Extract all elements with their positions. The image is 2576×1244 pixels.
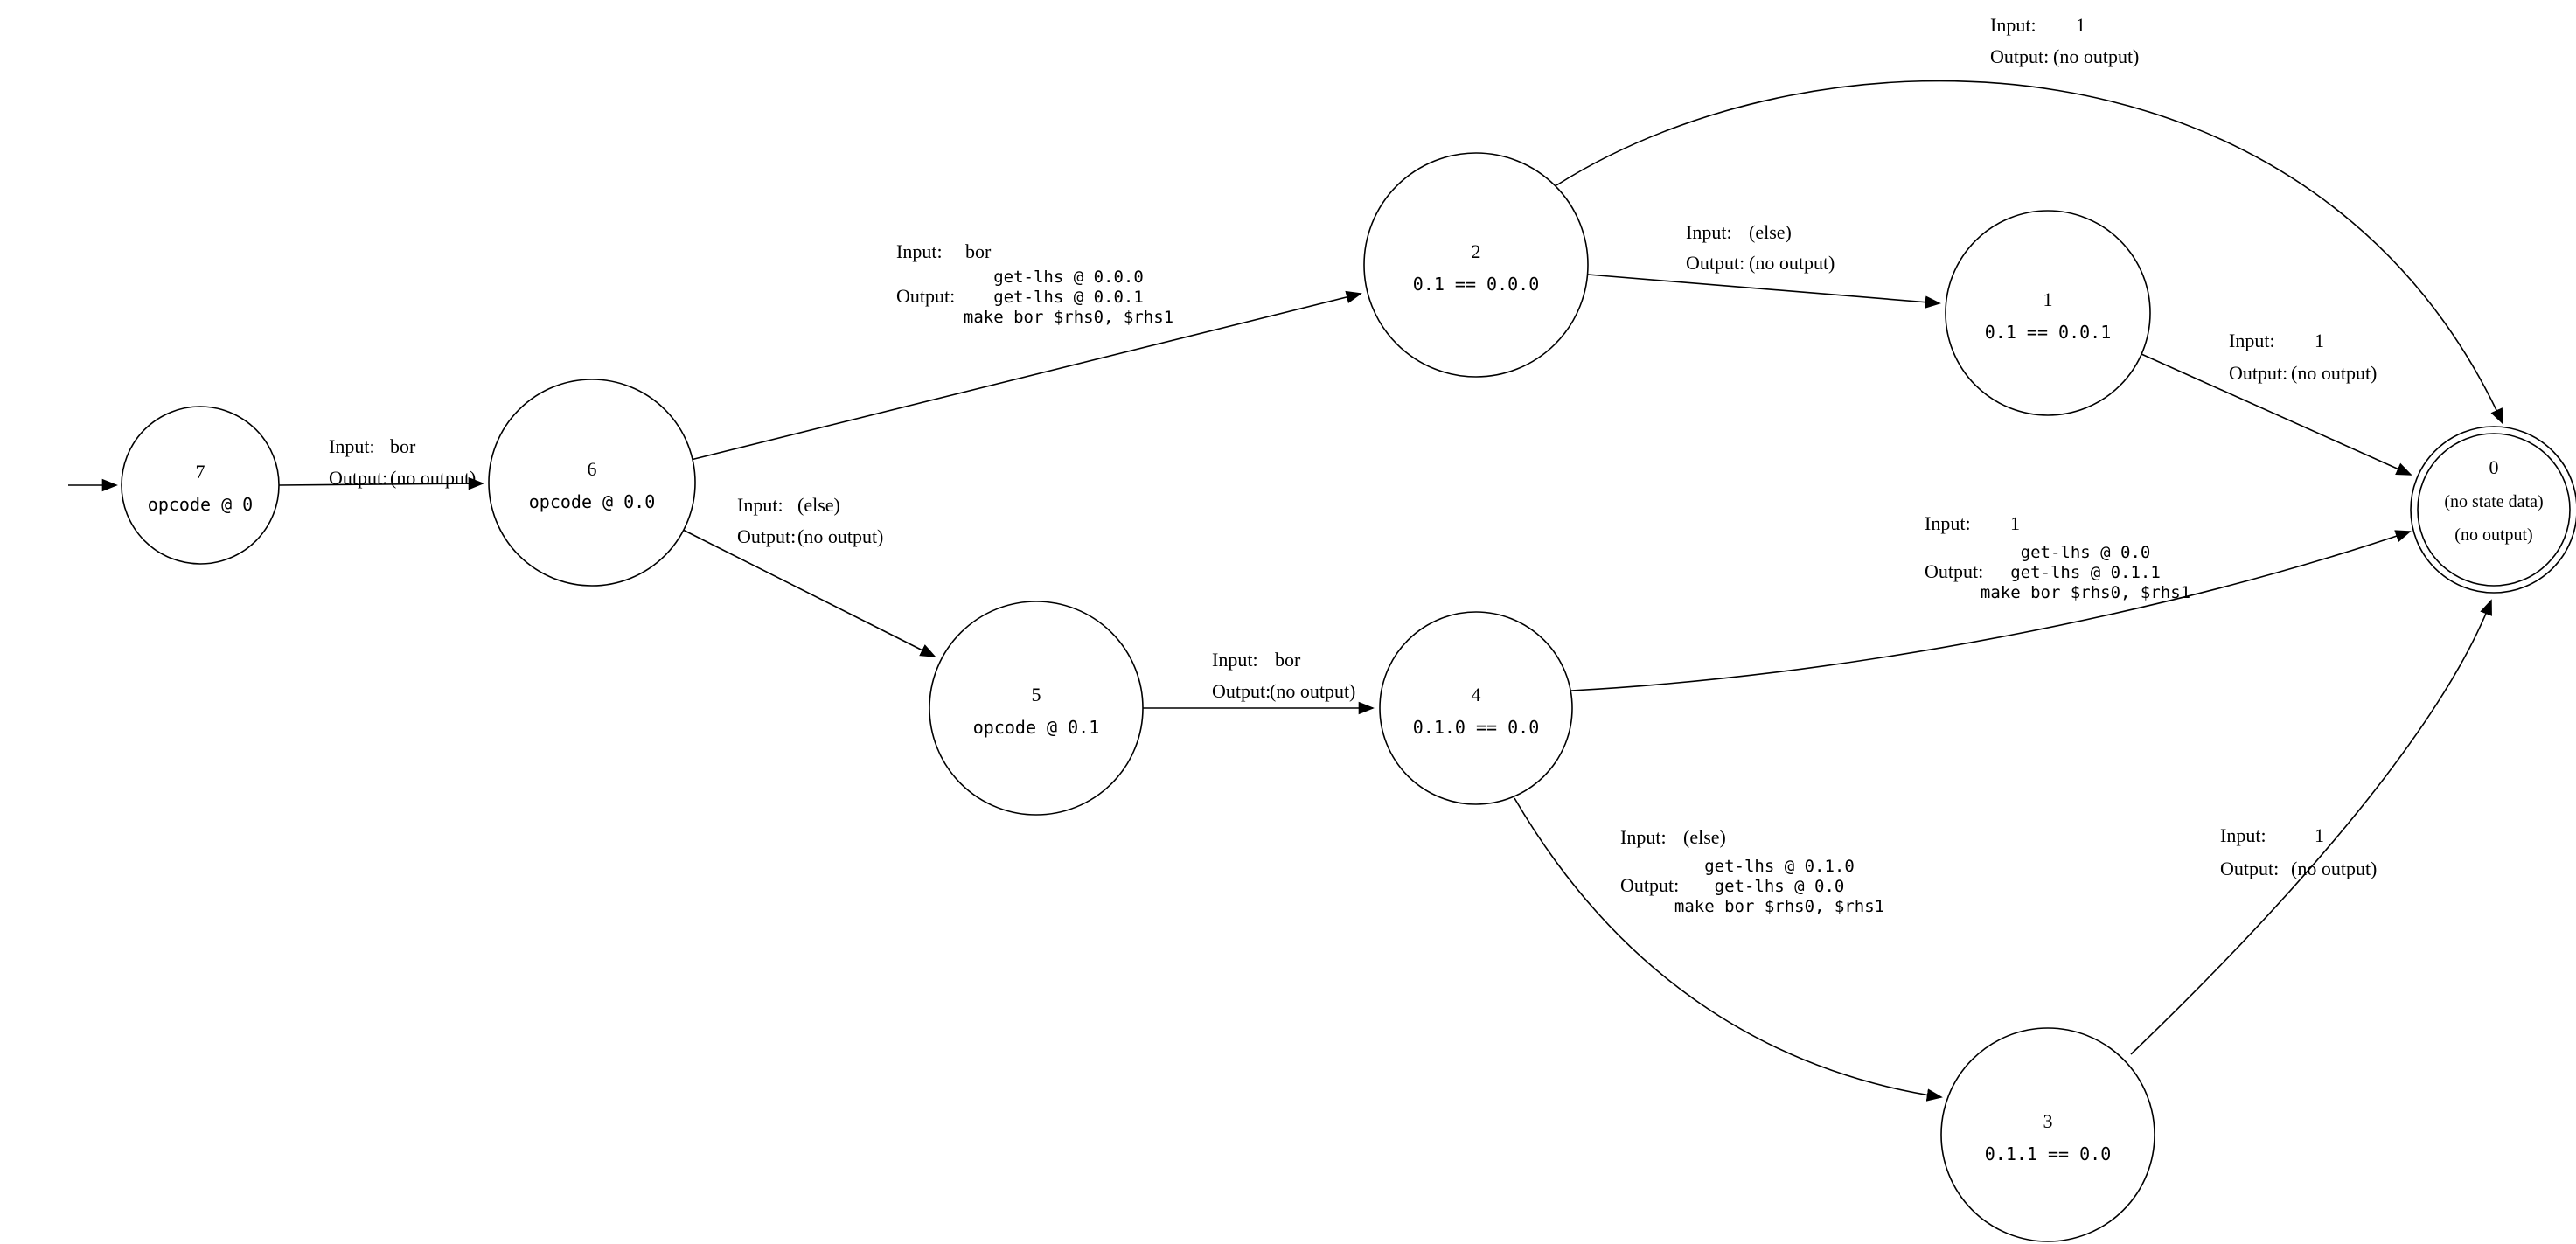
edge-1-to-0-input-label: Input: — [2229, 330, 2275, 351]
edge-2-to-0-output-value: (no output) — [2053, 45, 2139, 67]
edge-4-to-3-input-label: Input: — [1620, 826, 1667, 848]
edge-4-to-0-output-line-2: get-lhs @ 0.1.1 — [2010, 563, 2161, 582]
edge-4-to-0-output-line-1: get-lhs @ 0.0 — [2021, 543, 2151, 562]
edge-6-to-5-output-label: Output: — [737, 525, 796, 547]
state-7-id: 7 — [196, 461, 205, 483]
edge-4-to-3-output-label: Output: — [1620, 874, 1679, 896]
edge-4-to-0 — [1570, 530, 2412, 691]
edge-1-to-0-output-label: Output: — [2229, 362, 2287, 384]
state-7-circle — [121, 406, 280, 565]
edge-7-to-6-input-value: bor — [390, 435, 416, 457]
edge-2-to-0-input-label: Input: — [1990, 14, 2036, 36]
edges-layer — [68, 80, 2503, 1102]
edge-3-to-0 — [2130, 599, 2492, 1055]
edge-4-to-0-output-label: Output: — [1925, 560, 1983, 582]
edge-2-to-1-output-value: (no output) — [1749, 252, 1835, 274]
edge-2-to-1-input-value: (else) — [1749, 221, 1792, 243]
state-5-data: opcode @ 0.1 — [973, 717, 1100, 738]
state-0-line1: (no state data) — [2444, 492, 2543, 511]
edge-4-to-0-input-label: Input: — [1925, 512, 1971, 534]
edge-3-to-0-output-value: (no output) — [2291, 858, 2377, 879]
node-labels-layer: 7 opcode @ 0 6 opcode @ 0.0 2 0.1 == 0.0… — [148, 240, 2544, 1164]
state-0-id: 0 — [2489, 456, 2499, 478]
state-2-circle — [1363, 152, 1589, 378]
edge-5-to-4-input-label: Input: — [1212, 649, 1258, 671]
state-4-circle — [1379, 611, 1573, 805]
edge-5-to-4-input-value: bor — [1275, 649, 1301, 671]
edge-4-to-3-output-line-2: get-lhs @ 0.0 — [1715, 877, 1845, 896]
state-7-data: opcode @ 0 — [148, 494, 253, 515]
state-0-line2: (no output) — [2454, 525, 2532, 545]
edge-2-to-0 — [1556, 80, 2503, 425]
edge-6-to-5-output-value: (no output) — [797, 525, 883, 547]
edge-4-to-0-output-line-3: make bor $rhs0, $rhs1 — [1981, 583, 2190, 602]
edge-7-to-6-output-value: (no output) — [390, 467, 476, 489]
edge-2-to-0-output-label: Output: — [1990, 45, 2049, 67]
state-4-id: 4 — [1472, 684, 1481, 705]
edge-3-to-0-output-label: Output: — [2220, 858, 2279, 879]
edge-4-to-3 — [1514, 797, 1943, 1102]
state-6-id: 6 — [588, 458, 597, 480]
edge-6-to-5-input-value: (else) — [797, 494, 840, 516]
edge-6-to-2-output-line-1: get-lhs @ 0.0.0 — [993, 268, 1144, 287]
state-1-id: 1 — [2043, 288, 2053, 310]
state-6-circle — [488, 379, 696, 587]
edge-6-to-5-input-label: Input: — [737, 494, 783, 516]
edge-6-to-2-output-label: Output: — [896, 285, 955, 307]
edge-4-to-3-input-value: (else) — [1683, 826, 1726, 848]
edge-2-to-1 — [1587, 274, 1941, 309]
edge-6-to-2-input-label: Input: — [896, 240, 943, 262]
edge-6-to-2-output-line-2: get-lhs @ 0.0.1 — [993, 288, 1144, 307]
state-2-data: 0.1 == 0.0.0 — [1413, 274, 1540, 295]
state-2-id: 2 — [1472, 240, 1481, 262]
state-6-data: opcode @ 0.0 — [529, 491, 656, 512]
edge-4-to-3-output-line-3: make bor $rhs0, $rhs1 — [1674, 897, 1884, 916]
edge-4-to-3-output-line-1: get-lhs @ 0.1.0 — [1704, 857, 1855, 876]
state-4-data: 0.1.0 == 0.0 — [1413, 717, 1540, 738]
state-5-circle — [929, 601, 1144, 816]
edge-6-to-2-output-line-3: make bor $rhs0, $rhs1 — [964, 308, 1173, 327]
edge-1-to-0 — [2141, 353, 2412, 476]
edge-4-to-0-input-value: 1 — [2010, 512, 2020, 534]
edge-5-to-4-output-value: (no output) — [1270, 680, 1355, 702]
edge-2-to-1-output-label: Output: — [1686, 252, 1744, 274]
edge-2-to-1-input-label: Input: — [1686, 221, 1732, 243]
state-5-id: 5 — [1032, 684, 1041, 705]
state-1-data: 0.1 == 0.0.1 — [1985, 322, 2112, 343]
edge-6-to-2 — [690, 290, 1362, 461]
state-3-data: 0.1.1 == 0.0 — [1985, 1143, 2112, 1164]
edge-2-to-0-input-value: 1 — [2076, 14, 2085, 36]
edge-1-to-0-output-value: (no output) — [2291, 362, 2377, 384]
edge-1-to-0-input-value: 1 — [2315, 330, 2324, 351]
edge-7-to-6 — [278, 476, 484, 490]
edge-3-to-0-input-value: 1 — [2315, 824, 2324, 846]
state-3-id: 3 — [2043, 1110, 2053, 1132]
state-3-circle — [1940, 1027, 2155, 1242]
edge-7-to-6-input-label: Input: — [329, 435, 375, 457]
state-1-circle — [1945, 210, 2151, 416]
nodes-layer — [121, 152, 2576, 1242]
edge-labels-layer: Input: bor Output: (no output) Input: bo… — [329, 14, 2377, 916]
edge-3-to-0-input-label: Input: — [2220, 824, 2266, 846]
edge-6-to-2-input-value: bor — [965, 240, 992, 262]
state-0-inner-circle — [2417, 433, 2571, 587]
edge-5-to-4-output-label: Output: — [1212, 680, 1271, 702]
edge-6-to-5 — [682, 529, 936, 657]
edge-7-to-6-output-label: Output: — [329, 467, 387, 489]
